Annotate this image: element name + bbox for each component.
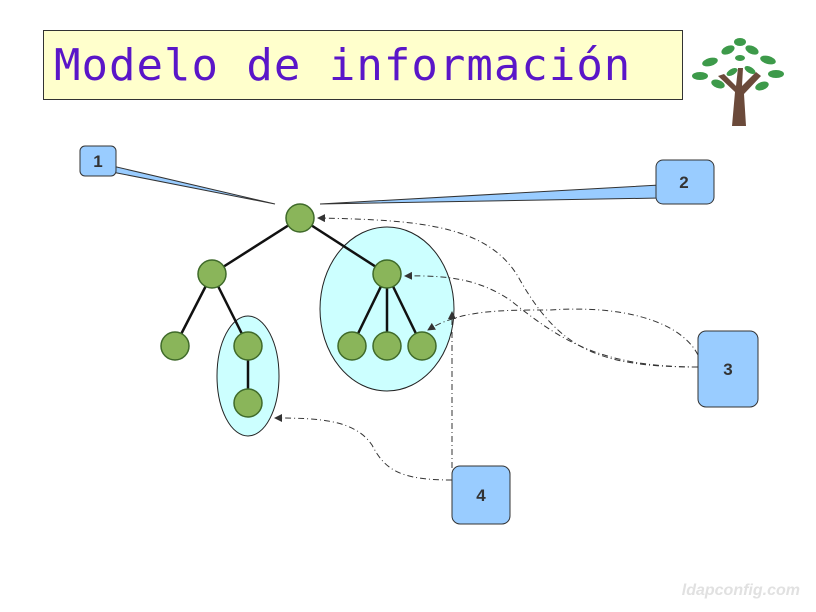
page-title: Modelo de información bbox=[54, 39, 632, 91]
callout-3-label: 3 bbox=[723, 360, 732, 379]
watermark: ldapconfig.com bbox=[681, 582, 800, 599]
callout-4-label: 4 bbox=[476, 486, 486, 505]
tree-node-level1-left bbox=[197, 259, 227, 289]
tree-node-leaf bbox=[160, 331, 190, 361]
callout-4: 4 bbox=[451, 465, 511, 525]
callout-1-label: 1 bbox=[93, 152, 102, 171]
callout-2-label: 2 bbox=[679, 173, 688, 192]
connector-arrows bbox=[274, 214, 699, 481]
callout-1: 1 bbox=[79, 145, 276, 205]
tree-node-leaf bbox=[372, 331, 402, 361]
tree-node-root bbox=[285, 203, 315, 233]
tree-icon bbox=[692, 38, 784, 126]
callout-3: 3 bbox=[697, 330, 759, 408]
tree-node-subtree-child bbox=[233, 388, 263, 418]
tree-node-level1-right bbox=[372, 259, 402, 289]
tree-node-leaf bbox=[407, 331, 437, 361]
tree-node-leaf bbox=[337, 331, 367, 361]
title-box: Modelo de información bbox=[43, 30, 683, 100]
tree-node-subtree-parent bbox=[233, 331, 263, 361]
callout-2: 2 bbox=[319, 159, 715, 205]
